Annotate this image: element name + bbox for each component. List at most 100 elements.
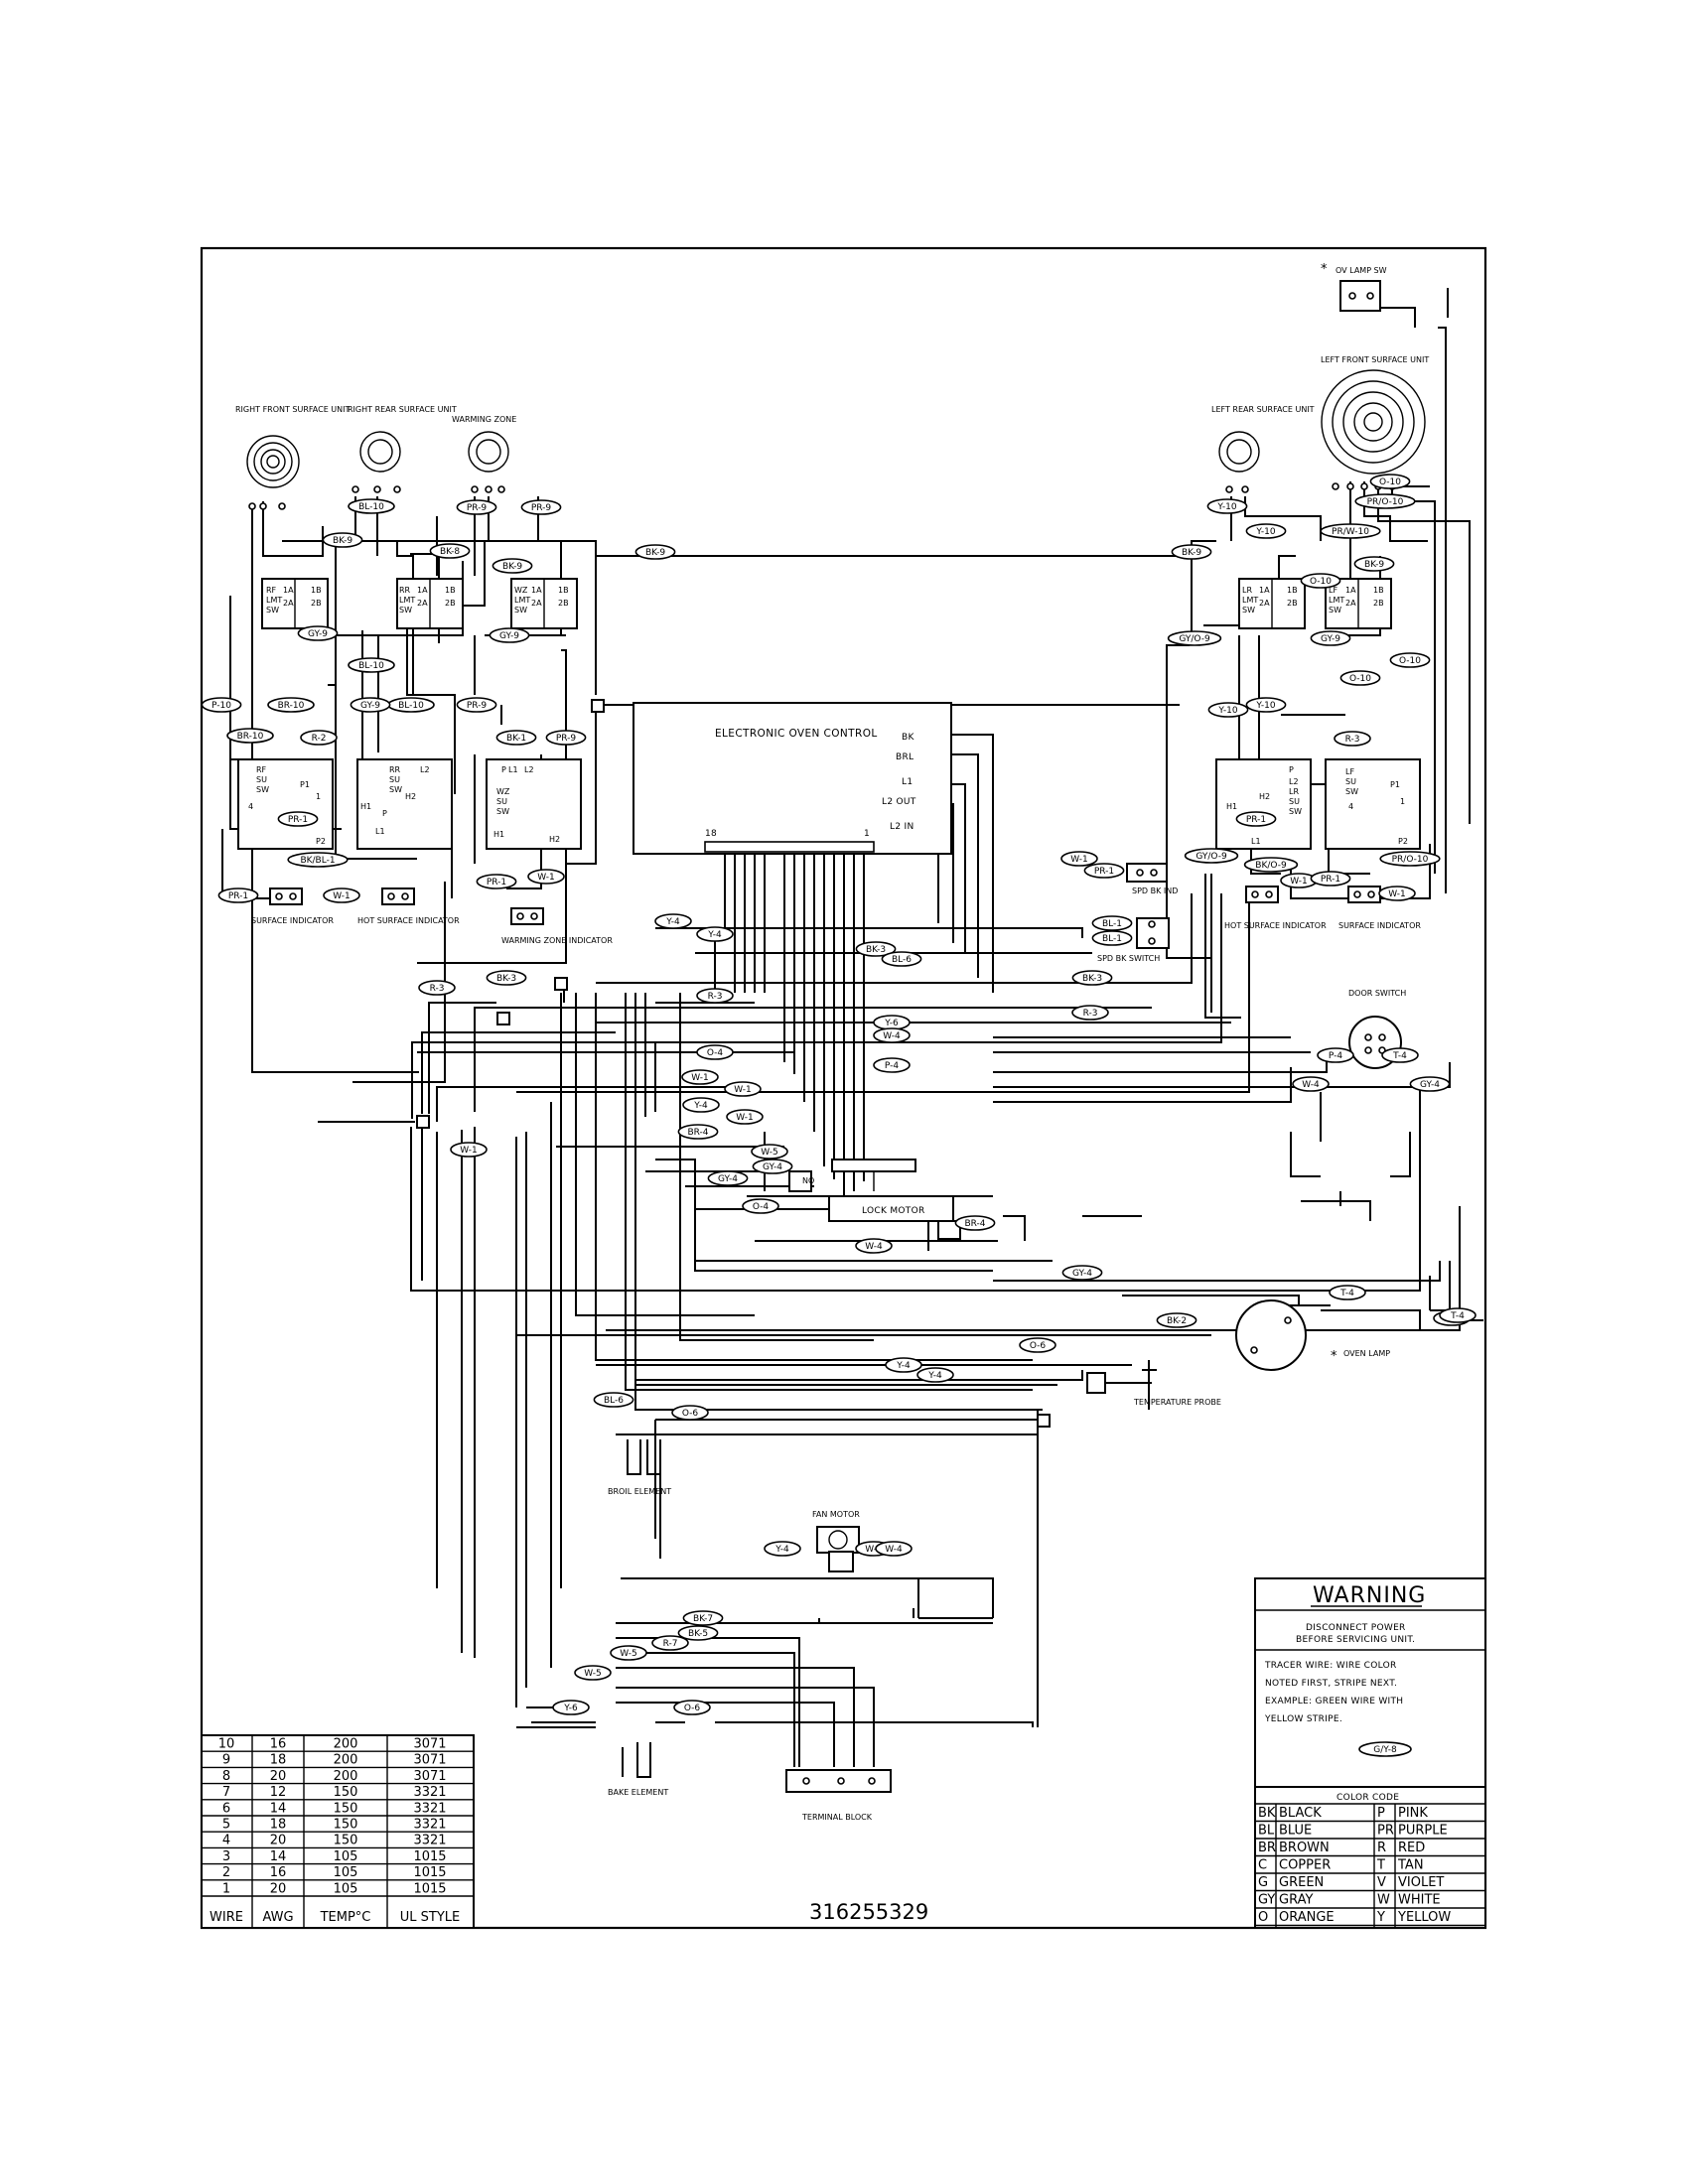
lmt-pin-1a: 1A [1259,586,1270,595]
color-code-cell: TAN [1397,1858,1424,1873]
wire-tag: O-6 [671,1405,709,1421]
wire-tag: Y-6 [552,1700,590,1715]
wire-tag: W-1 [323,887,360,903]
lmt-pin-2b: 2B [558,599,569,608]
wire-tag: Y-4 [885,1357,922,1373]
wire-tag-text: R-3 [708,992,723,1002]
wire-tag-text: Y-6 [563,1704,578,1713]
wire-spec-header: WIRE [210,1910,243,1925]
lmt-pin-1a: 1A [417,586,428,595]
wire-tag-text: BL-6 [892,955,912,965]
lock-motor: LOCK MOTOR NO [747,1159,993,1240]
su-pin-l2: L2 [420,765,430,774]
ov-lamp-sw-asterisk: * [1321,262,1328,277]
wire-spec-cell: 20 [270,1881,287,1896]
su-pin-1: 1 [316,792,321,801]
bake-element-label: BAKE ELEMENT [608,1788,668,1797]
wire-tag-text: W-4 [865,1545,883,1555]
su-pin-h1: H1 [360,802,371,811]
lmt-pin-1a: 1A [283,586,294,595]
color-code-cell: Y [1376,1910,1385,1925]
wire-tag: O-10 [1300,573,1341,589]
wire-tag: O-10 [1389,652,1431,668]
wire-tag: GY-9 [489,627,530,643]
wire-tag: GY/O-9 [1184,848,1239,864]
wire-tag-text: PR-1 [487,878,506,887]
lmt-pin-1b: 1B [1287,586,1298,595]
wire-tag-text: GY-9 [1321,634,1340,644]
wire-spec-cell: 7 [222,1785,230,1800]
rf-limit-switch: RF LMT SW 1A 2A 1B 2B [261,578,329,629]
lr-su-label-3: SW [1289,807,1302,816]
wire-tag-text: BK-5 [688,1629,708,1639]
color-code-cell: BLACK [1279,1806,1322,1821]
wire-tag-text: BR-4 [964,1219,985,1229]
wire-tag-text: Y-6 [884,1019,899,1028]
wire-tag: T-4 [1381,1047,1419,1063]
eoc-title: ELECTRONIC OVEN CONTROL [715,728,878,740]
lf-su-label-1: LF [1345,767,1354,776]
lmt-pin-1b: 1B [558,586,569,595]
wire-tag-text: Y-10 [1255,527,1275,537]
wire-tag: Y-4 [696,926,734,942]
wiring-lines [221,288,1483,1767]
rr-lmt-label-1: RR [399,586,411,595]
wire-spec-cell: 5 [222,1818,230,1833]
rr-su-switch: RR SU SW L2 H1 H2 L1 P [356,758,453,850]
wire-tag: BK-5 [677,1625,719,1641]
su-pin-l1: L1 [1251,837,1261,846]
wire-tag: W-5 [751,1144,788,1160]
wire-spec-cell: 105 [334,1849,358,1864]
spd-bk-switch: SPD BK SWITCH [1097,917,1170,963]
wire-tag-text: GY-9 [308,629,328,639]
rr-unit-label: RIGHT REAR SURFACE UNIT [348,405,457,414]
color-code-cell: PR [1377,1824,1394,1839]
wire-tag: O-4 [742,1198,779,1214]
wire-tag-text: Y-4 [896,1361,911,1371]
oven-lamp: * OVEN LAMP [1235,1299,1390,1371]
wire-tag-text: BK-3 [496,974,516,984]
rf-surface-unit-coil-icon [246,435,300,510]
wire-spec-cell: 20 [270,1769,287,1784]
color-code-cell: BR [1258,1841,1276,1855]
wire-tag: BK-9 [1353,556,1395,572]
wire-tag: BR-4 [677,1124,719,1140]
wire-tag-text: PR-9 [467,503,488,513]
color-code-cell: GRAY [1279,1893,1313,1908]
wire-tag: BK-9 [492,558,533,574]
su-pin-p: P [501,765,506,774]
wire-tag-text: PR-9 [556,734,577,744]
wire-tag-text: PR-9 [531,503,552,513]
wire-tag: GY-9 [350,697,391,713]
color-code-cell: P [1377,1806,1385,1821]
ov-lamp-sw-label: OV LAMP SW [1336,266,1387,275]
wire-spec-cell: 3071 [413,1769,446,1784]
wire-spec-cell: 16 [270,1737,287,1752]
wire-tag: R-3 [1334,731,1371,747]
eoc-pin-l2-in: L2 IN [890,822,914,832]
wire-tag-text: BK-3 [866,945,886,955]
bake-element: BAKE ELEMENT [608,1742,668,1797]
wire-spec-cell: 14 [270,1801,287,1816]
wire-tag-text: W-1 [1070,855,1088,865]
wire-tag: PR/O-10 [1354,493,1416,509]
wire-tag-text: BK-2 [1167,1316,1187,1326]
wire-spec-cell: 6 [222,1801,230,1816]
wire-tag-text: W-1 [736,1113,754,1123]
wire-tag: GY/O-9 [1167,630,1222,646]
wire-tag-text: GY/O-9 [1196,852,1227,862]
electronic-oven-control: ELECTRONIC OVEN CONTROL BK BRL L1 L2 OUT… [633,702,952,855]
wire-tag: W-1 [1378,886,1416,901]
wire-tag: R-3 [1071,1005,1109,1021]
wire-tag: GY-4 [1061,1265,1103,1281]
wire-tag: R-3 [696,988,734,1004]
wire-spec-cell: 200 [334,1769,358,1784]
wire-tag: PR/O-10 [1379,851,1441,867]
wire-tag: PR/W-10 [1320,523,1381,539]
color-code-cell: R [1377,1841,1386,1855]
wire-tag-text: P-4 [1329,1051,1342,1061]
wire-tag-text: R-3 [430,984,445,994]
su-pin-l1: L1 [508,765,518,774]
wire-tag: O-6 [1019,1337,1056,1353]
